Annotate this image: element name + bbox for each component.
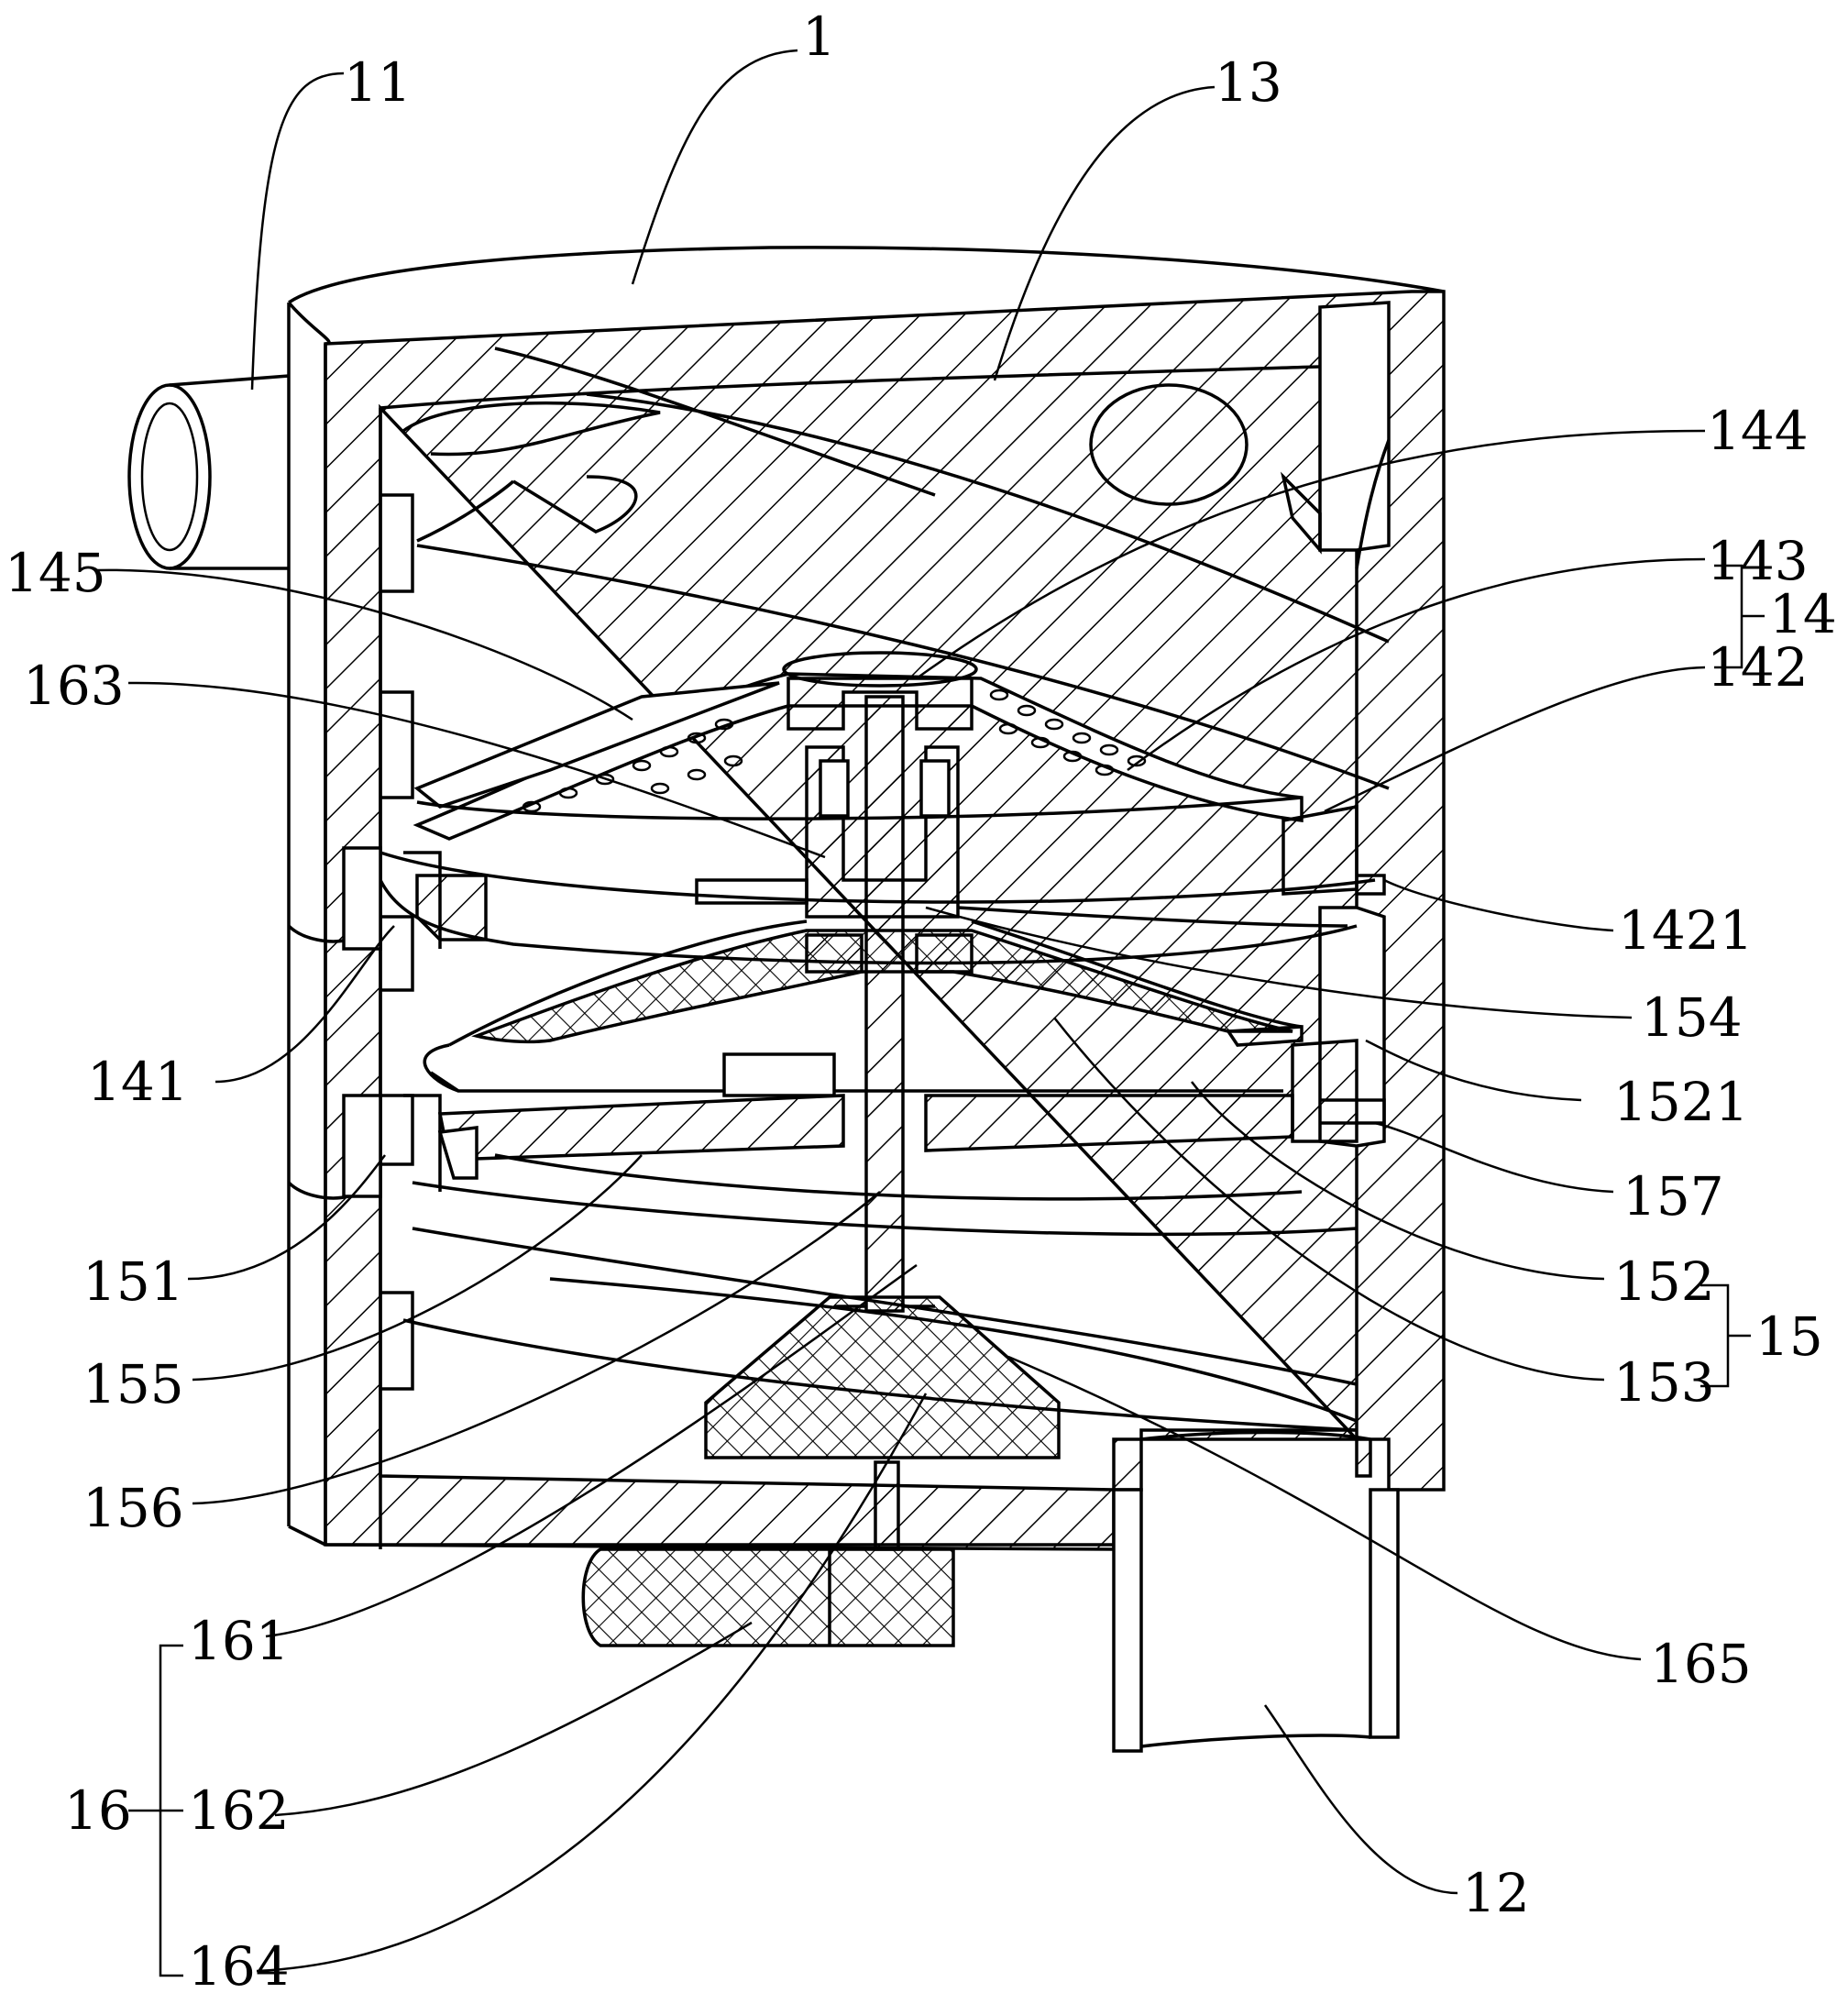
side-block-upper	[342, 846, 382, 951]
central-shaft	[864, 695, 905, 1313]
label-165: 165	[1650, 1633, 1752, 1695]
inlet-pipe	[127, 374, 290, 570]
label-156: 156	[82, 1477, 184, 1539]
leader-lines	[95, 49, 1765, 1977]
label-14: 14	[1769, 583, 1837, 645]
ring-section-left	[415, 874, 488, 941]
drive-motor	[581, 1547, 955, 1647]
label-12: 12	[1462, 1862, 1530, 1924]
label-16: 16	[64, 1779, 132, 1842]
label-164: 164	[188, 1935, 290, 1988]
support-disc-left	[437, 1094, 845, 1162]
label-141: 141	[87, 1051, 189, 1113]
label-154: 154	[1641, 986, 1743, 1049]
outlet-pipe	[1112, 1430, 1400, 1753]
label-144: 144	[1707, 400, 1809, 462]
side-block-lower	[342, 1094, 382, 1198]
perforations	[522, 688, 1147, 813]
label-1: 1	[802, 6, 836, 68]
label-151: 151	[82, 1250, 184, 1313]
label-142: 142	[1707, 636, 1809, 699]
label-13: 13	[1215, 51, 1282, 114]
impeller-hub	[704, 1295, 1061, 1459]
label-157: 157	[1622, 1165, 1724, 1228]
label-162: 162	[188, 1779, 290, 1842]
label-155: 155	[82, 1353, 184, 1415]
label-1521: 1521	[1613, 1071, 1749, 1133]
top-chamber-outlet-hole	[1089, 383, 1248, 506]
label-1421: 1421	[1618, 899, 1754, 962]
shaft-assembly	[581, 695, 1061, 1647]
label-152: 152	[1613, 1250, 1715, 1313]
label-15: 15	[1755, 1305, 1823, 1368]
label-161: 161	[188, 1610, 290, 1672]
label-11: 11	[344, 51, 412, 114]
upper-stage	[342, 651, 1386, 965]
lower-ring-right	[1291, 1039, 1358, 1143]
label-143: 143	[1707, 530, 1809, 592]
ring-section-right	[1282, 804, 1358, 896]
cap-section	[786, 677, 974, 731]
label-145: 145	[5, 542, 106, 604]
top-chamber	[402, 347, 1391, 790]
reference-numerals: 1 11 13 144 143 14 142 145 163 1421 154 …	[5, 6, 1837, 1993]
label-153: 153	[1613, 1351, 1715, 1414]
housing-top-rim	[288, 246, 1445, 304]
label-163: 163	[23, 655, 125, 717]
